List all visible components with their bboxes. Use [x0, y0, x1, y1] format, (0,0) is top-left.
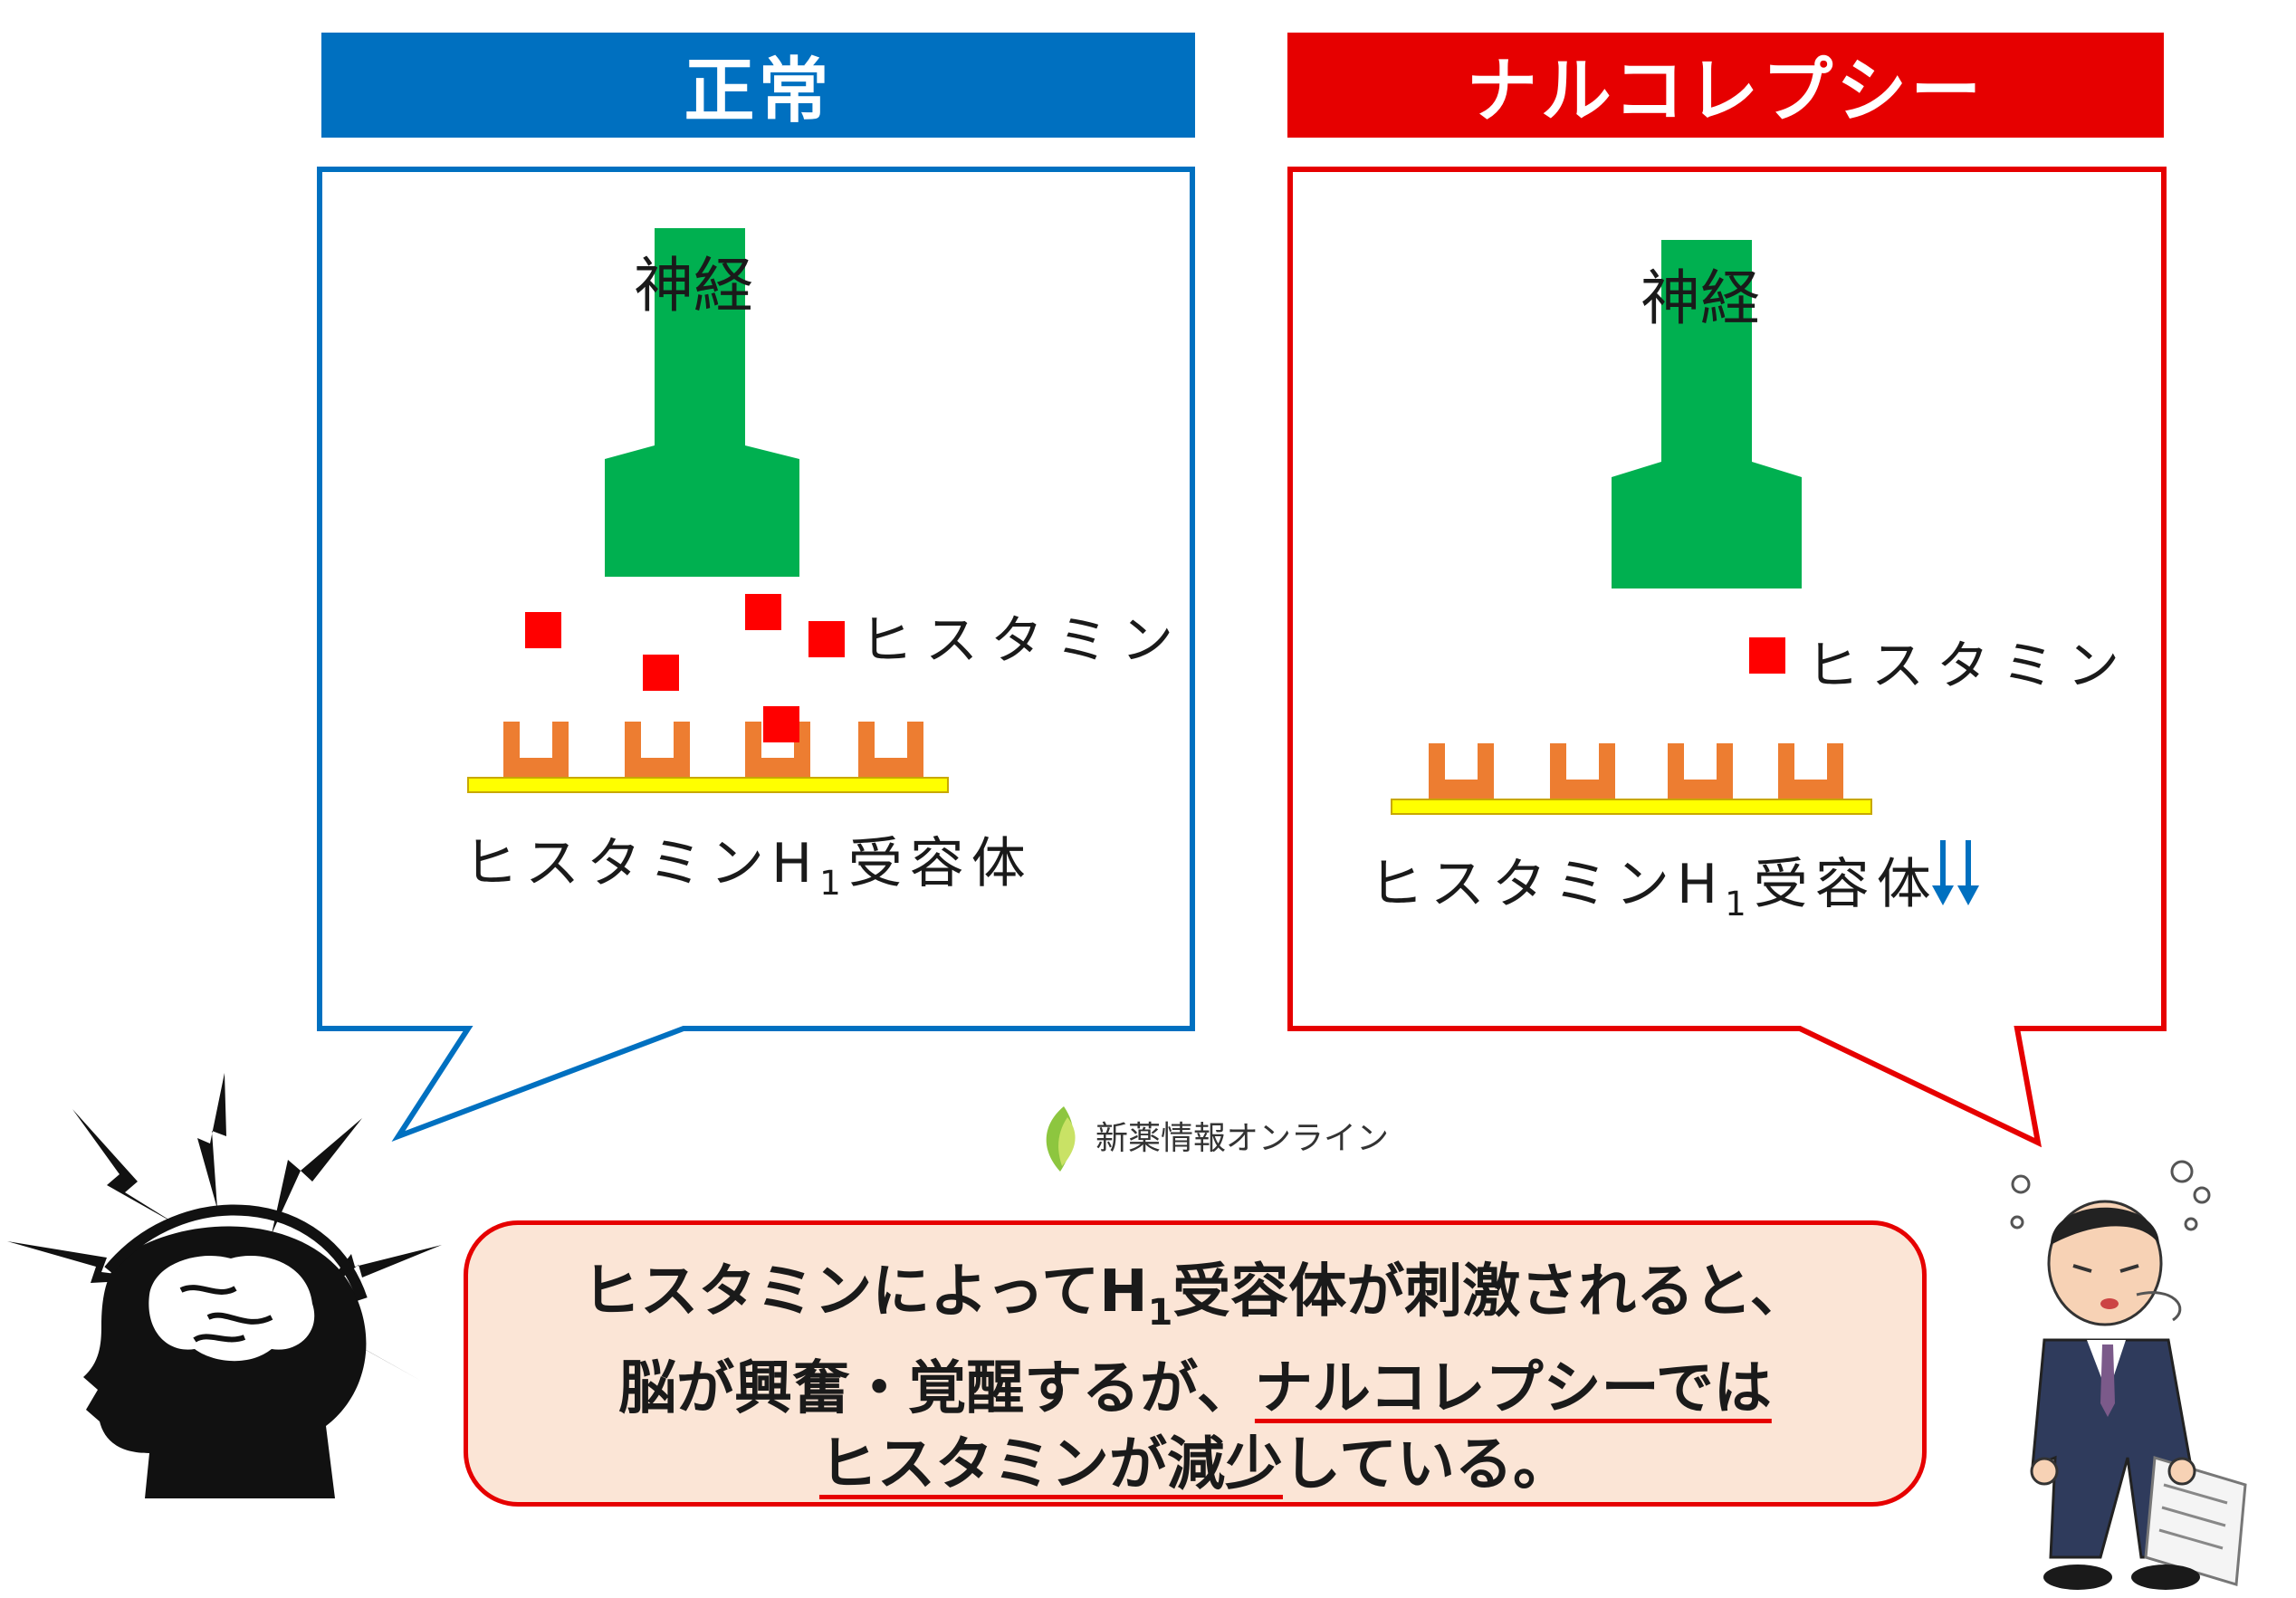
receptor: [1429, 743, 1494, 799]
normal-histamine-label: ヒスタミン: [860, 609, 1187, 671]
histamine-molecule: [643, 655, 679, 691]
narcolepsy-receptor-label: ヒスタミンH1受容体: [1369, 853, 1938, 924]
caption-box: [464, 1220, 1927, 1507]
caption-line-2: 脳が興奮・覚醒するが、ナルコレプシーでは: [618, 1355, 1772, 1423]
histamine-molecule: [525, 612, 561, 648]
receptor: [1668, 743, 1733, 799]
narcolepsy-header: ナルコレプシー: [1287, 33, 2164, 138]
normal-header: 正常: [321, 33, 1195, 138]
normal-nerve-label: 神経: [634, 251, 753, 321]
leaf-logo-icon: [1046, 1106, 1076, 1172]
sleepy-businessman-icon: [2010, 1160, 2247, 1590]
excited-head-icon: [7, 1073, 442, 1498]
caption-line-1: ヒスタミンによってH1受容体が刺激されると、: [582, 1258, 1808, 1335]
narcolepsy-nerve-label: 神経: [1641, 263, 1760, 333]
brand-name: 新薬情報オンライン: [1095, 1119, 1390, 1156]
caption-text: ヒスタミンによってH1受容体が刺激されると、 脳が興奮・覚醒するが、ナルコレプシ…: [489, 1254, 1901, 1503]
histamine-molecule-bound: [763, 706, 799, 742]
normal-nerve-shape: [605, 228, 799, 577]
caption-highlight-decrease: ヒスタミンが減少: [818, 1431, 1283, 1499]
membrane: [467, 777, 949, 793]
receptor: [625, 722, 690, 777]
histamine-molecule: [1749, 637, 1785, 674]
receptor: [1550, 743, 1615, 799]
normal-receptor-label: ヒスタミンH1受容体: [464, 832, 1033, 904]
narcolepsy-title: ナルコレプシー: [1466, 51, 1985, 132]
narcolepsy-nerve-shape: [1612, 240, 1802, 588]
normal-title: 正常: [684, 51, 833, 132]
caption-highlight-narcolepsy: ナルコレプシーでは: [1254, 1355, 1772, 1423]
receptor: [503, 722, 569, 777]
double-down-arrow-icon: [1932, 840, 1979, 905]
histamine-molecule: [808, 621, 845, 657]
histamine-molecule: [745, 594, 781, 630]
receptor: [1778, 743, 1843, 799]
narcolepsy-histamine-label: ヒスタミン: [1806, 635, 2133, 696]
caption-line-3: ヒスタミンが減少している。: [818, 1431, 1572, 1499]
membrane: [1391, 799, 1872, 815]
receptor: [858, 722, 923, 777]
